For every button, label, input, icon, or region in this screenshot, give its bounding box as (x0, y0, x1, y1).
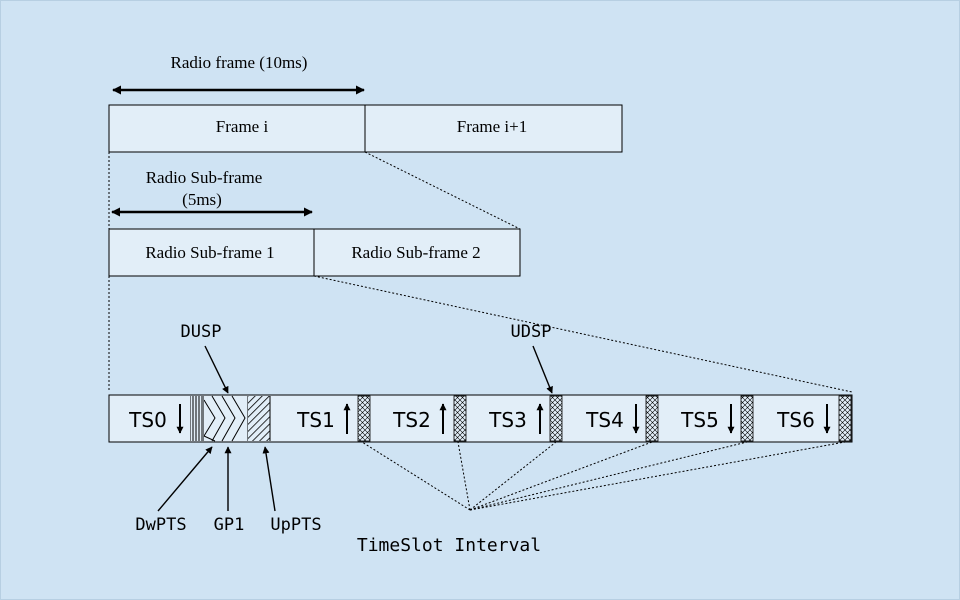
timeslot-interval-fan (361, 441, 846, 511)
sub-frame-2-box: Radio Sub-frame 2 (313, 228, 521, 277)
gp1-label: GP1 (214, 515, 245, 535)
timeslot-bar: TS0 TS1 TS2 TS3 (108, 394, 853, 443)
sub-frame-2-label: Radio Sub-frame 2 (351, 243, 480, 262)
timeslot-ts4: TS4 (585, 404, 640, 434)
dwpts-label: DwPTS (135, 515, 186, 535)
timeslot-interval-5 (740, 395, 754, 442)
timeslot-ts5-label: TS5 (680, 408, 719, 432)
sub-frame-caption-line1: Radio Sub-frame (146, 168, 263, 187)
udsp-pointer-arrow (532, 345, 553, 394)
radio-frame-duration-label: Radio frame (10ms) (171, 53, 308, 72)
uppts-pointer-arrow (262, 446, 276, 512)
uppts-label: UpPTS (270, 515, 321, 535)
timeslot-ts3: TS3 (488, 403, 544, 434)
timeslot-ts6-label: TS6 (776, 408, 815, 432)
timeslot-ts0: TS0 (128, 404, 184, 434)
frame-i-label: Frame i (216, 117, 269, 136)
timeslot-ts3-label: TS3 (488, 408, 527, 432)
timeslot-ts1-label: TS1 (296, 408, 335, 432)
dusp-pointer-arrow (204, 345, 229, 394)
sub-frame-1-box: Radio Sub-frame 1 (108, 228, 315, 277)
timeslot-ts2-label: TS2 (392, 408, 431, 432)
timeslot-interval-4 (645, 395, 659, 442)
dwpts-field (196, 396, 204, 441)
timeslot-ts5: TS5 (680, 404, 735, 434)
timeslot-interval-1 (357, 395, 371, 442)
timeslot-ts2: TS2 (392, 403, 447, 434)
frame-i-plus-1-box: Frame i+1 (364, 104, 623, 153)
expansion-line-frame-right (364, 151, 521, 230)
ts0-guard-interval (190, 396, 194, 441)
gp1-chevron-pattern (203, 399, 216, 442)
uppts-field (248, 396, 270, 441)
timeslot-ts1: TS1 (296, 403, 351, 434)
frame-i-box: Frame i (108, 104, 366, 153)
timeslot-interval-label: TimeSlot Interval (357, 535, 541, 556)
timeslot-interval-6 (838, 395, 852, 442)
timeslot-ts4-label: TS4 (585, 408, 624, 432)
frame-i-plus-1-label: Frame i+1 (457, 117, 528, 136)
timeslot-ts6: TS6 (776, 404, 831, 434)
dwpts-pointer-arrow (157, 446, 213, 512)
sub-frame-1-label: Radio Sub-frame 1 (145, 243, 274, 262)
dusp-label: DUSP (181, 322, 222, 342)
udsp-label: UDSP (511, 322, 552, 342)
timeslot-ts0-label: TS0 (128, 408, 167, 432)
timeslot-interval-2 (453, 395, 467, 442)
udsp-switch-point (549, 395, 563, 442)
sub-frame-caption-line2: (5ms) (182, 190, 222, 209)
